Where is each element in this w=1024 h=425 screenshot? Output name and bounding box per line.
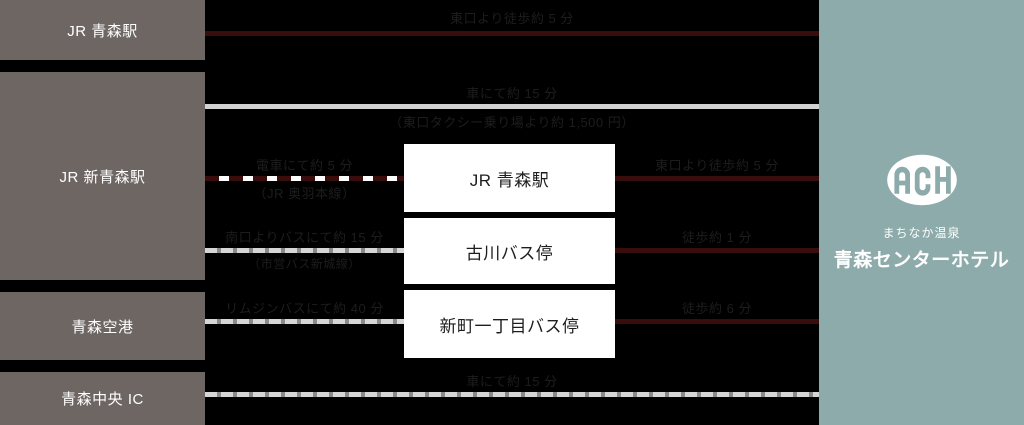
hotel-name: 青森センターホテル <box>833 249 1010 271</box>
route-caption-shin-aomori-train-note: （JR 奥羽本線） <box>253 186 356 201</box>
hotel-panel: まちなか温泉 青森センターホテル <box>819 0 1024 425</box>
origin-label: 青森空港 <box>71 318 134 336</box>
route-line-ic-car <box>205 392 819 397</box>
stop-label: JR 青森駅 <box>469 170 550 190</box>
origin-block-jr-aomori-station: JR 青森駅 <box>0 0 205 60</box>
origin-label: 青森中央 IC <box>61 391 144 408</box>
route-line-shin-aomori-bus <box>205 248 404 253</box>
route-caption-furukawa-walk: 徒歩約 1 分 <box>682 230 752 245</box>
ach-logo-icon <box>886 154 957 205</box>
route-caption-shin-aomori-taxi-note: （東口タクシー乗り場より約 1,500 円） <box>389 115 635 130</box>
route-line-airport-limousine <box>205 319 404 324</box>
route-line-shin-aomori-train <box>205 176 404 181</box>
route-caption-shin-aomori-taxi: 車にて約 15 分 <box>466 86 558 101</box>
route-caption-shin-aomori-train: 電車にて約 5 分 <box>256 158 353 173</box>
route-caption-airport-limousine: リムジンバスにて約 40 分 <box>225 301 384 316</box>
origin-block-aomori-airport: 青森空港 <box>0 292 205 360</box>
route-caption-jr-aomori-walk: 東口より徒歩約 5 分 <box>655 158 779 173</box>
route-line-jr-aomori-walk <box>615 176 819 181</box>
stop-box-shinmachi-bus: 新町一丁目バス停 <box>404 290 615 358</box>
stop-label: 古川バス停 <box>465 243 554 263</box>
stop-box-furukawa-bus: 古川バス停 <box>404 218 615 284</box>
stop-label: 新町一丁目バス停 <box>439 316 580 336</box>
origin-block-aomori-chuo-ic: 青森中央 IC <box>0 372 205 425</box>
route-line-furukawa-walk <box>615 248 819 253</box>
route-line-shin-aomori-taxi <box>205 104 819 109</box>
route-caption-shin-aomori-bus: 南口よりバスにて約 15 分 <box>225 230 384 245</box>
origin-block-jr-shin-aomori-station: JR 新青森駅 <box>0 72 205 280</box>
route-caption-shin-aomori-bus-note: （市営バス新城線） <box>248 257 361 271</box>
stop-box-jr-aomori: JR 青森駅 <box>404 144 615 212</box>
route-caption-aomori-to-hotel: 東口より徒歩約 5 分 <box>450 11 574 26</box>
route-caption-ic-car: 車にて約 15 分 <box>466 374 558 389</box>
route-line-shinmachi-walk <box>615 319 819 324</box>
origin-label: JR 青森駅 <box>67 22 138 40</box>
hotel-sub-title: まちなか温泉 <box>882 225 961 240</box>
route-line-aomori-to-hotel <box>205 31 819 36</box>
route-caption-shinmachi-walk: 徒歩約 6 分 <box>682 301 752 316</box>
origin-label: JR 新青森駅 <box>59 168 146 186</box>
